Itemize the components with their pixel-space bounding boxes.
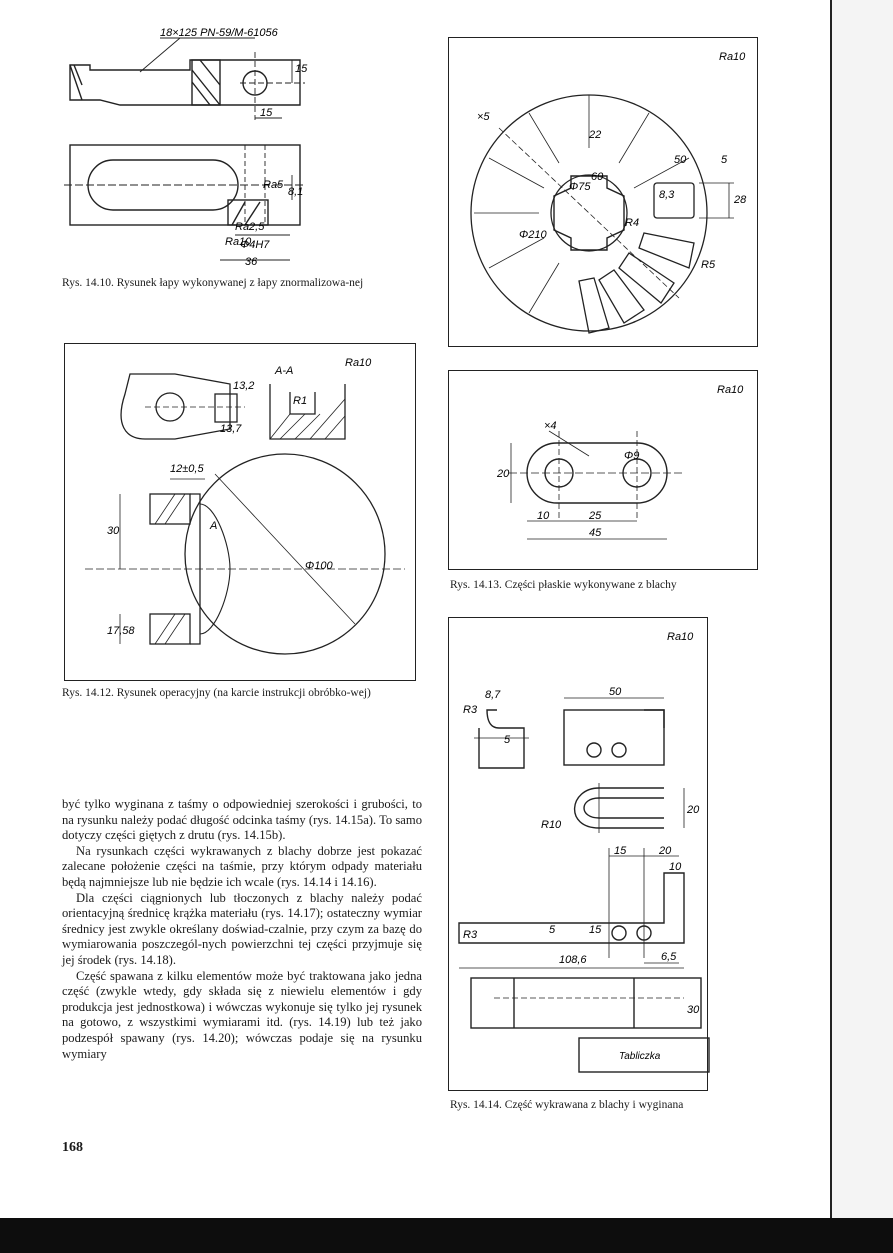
dim-label: R5: [701, 259, 716, 271]
spec-label: 18×125 PN-59/M-61056: [160, 27, 279, 39]
roughness-label: Ra10: [717, 384, 744, 396]
dim-label: 15: [260, 107, 273, 119]
dim-label: 108,6: [559, 954, 587, 966]
figure-14-10: 18×125 PN-59/M-61056 15 15 8,1 Ra5 Ra2,5…: [60, 27, 420, 270]
figure-14-14: Ra10 8,7 R3 5 50 R10 20 15 20 10 R3 5 15…: [448, 617, 710, 1091]
dim-label: R4: [625, 217, 639, 229]
scanned-page-edge: [830, 0, 893, 1218]
dim-label: 8,3: [659, 189, 675, 201]
dim-label: 36: [245, 256, 258, 268]
dim-label: 20: [496, 468, 510, 480]
dim-label: 13,7: [220, 423, 242, 435]
dim-label: Ra10: [225, 236, 252, 248]
figure-14-11: Ra10 ×5 22 Φ75 60 50 5 8,3 28 R4 Φ210 R5: [448, 37, 758, 347]
caption-14-13: Rys. 14.13. Części płaskie wykonywane z …: [450, 579, 677, 591]
dim-label: 15: [614, 845, 627, 857]
paragraph: Dla części ciągnionych lub tłoczonych z …: [62, 890, 422, 967]
page-number: 168: [62, 1140, 83, 1155]
figure-14-10-drawing: 18×125 PN-59/M-61056 15 15 8,1 Ra5 Ra2,5…: [64, 27, 308, 268]
roughness-label: Ra10: [667, 631, 694, 643]
dim-label: 22: [588, 129, 601, 141]
roughness-label: Ra10: [719, 51, 746, 63]
dim-label: 5: [721, 154, 728, 166]
dim-label: 15: [295, 63, 308, 75]
dim-label: 10: [537, 510, 550, 522]
dim-label: 60: [591, 171, 604, 183]
dim-label: 6,5: [661, 951, 677, 963]
dim-label: 45: [589, 527, 602, 539]
dim-label: ×4: [544, 420, 557, 432]
body-text: być tylko wyginana z taśmy o odpowiednie…: [62, 797, 422, 1062]
dim-label: 8,1: [288, 186, 303, 198]
dim-label: 5: [504, 734, 511, 746]
scan-bottom-shadow: [0, 1218, 893, 1253]
dim-label: 20: [658, 845, 672, 857]
dim-label: Φ100: [305, 560, 333, 572]
dim-label: Φ210: [519, 229, 547, 241]
dim-label: 30: [107, 525, 120, 537]
dim-label: 10: [669, 861, 682, 873]
section-label: A-A: [274, 365, 293, 377]
caption-14-14: Rys. 14.14. Część wykrawana z blachy i w…: [450, 1099, 684, 1111]
dim-label: 12±0,5: [170, 463, 204, 475]
roughness-label: Ra10: [345, 357, 372, 369]
dim-label: 28: [733, 194, 747, 206]
figure-14-12-drawing: Ra10 A-A 13,2 13,7 R1 12±0,5 A 30 17,58 …: [85, 357, 405, 655]
paragraph: być tylko wyginana z taśmy o odpowiednie…: [62, 797, 422, 843]
figure-14-11-drawing: Ra10 ×5 22 Φ75 60 50 5 8,3 28 R4 Φ210 R5: [470, 51, 747, 334]
dim-label: R3: [463, 929, 478, 941]
caption-14-12: Rys. 14.12. Rysunek operacyjny (na karci…: [62, 687, 371, 699]
dim-label: Φ9: [624, 450, 639, 462]
dim-label: 13,2: [233, 380, 254, 392]
dim-label: 50: [674, 154, 687, 166]
dim-label: R10: [541, 819, 562, 831]
dim-label: Ra5: [263, 179, 284, 191]
dim-label: ×5: [477, 111, 490, 123]
dim-label: 25: [588, 510, 602, 522]
paragraph: Część spawana z kilku elementów może być…: [62, 968, 422, 1061]
dim-label: 8,7: [485, 689, 501, 701]
paragraph: Na rysunkach części wykrawanych z blachy…: [62, 843, 422, 889]
dim-label: 50: [609, 686, 622, 698]
dim-label: 20: [686, 804, 700, 816]
figure-14-13: Ra10 ×4 Φ9 20 10 25 45: [448, 370, 758, 570]
dim-label: R1: [293, 395, 307, 407]
figure-14-14-drawing: Ra10 8,7 R3 5 50 R10 20 15 20 10 R3 5 15…: [458, 631, 710, 1073]
dim-label: Ra2,5: [235, 221, 265, 233]
figure-14-12: Ra10 A-A 13,2 13,7 R1 12±0,5 A 30 17,58 …: [64, 343, 416, 681]
caption-14-10: Rys. 14.10. Rysunek łapy wykonywanej z ł…: [62, 277, 364, 289]
dim-label: Φ75: [569, 181, 591, 193]
dim-label: 15: [589, 924, 602, 936]
title-block-label: Tabliczka: [619, 1051, 661, 1062]
dim-label: R3: [463, 704, 478, 716]
dim-label: 30: [687, 1004, 700, 1016]
dim-label: 17,58: [107, 625, 135, 637]
dim-label: A: [209, 520, 217, 532]
figure-14-13-drawing: Ra10 ×4 Φ9 20 10 25 45: [496, 384, 744, 540]
dim-label: 5: [549, 924, 556, 936]
dim-label: Φ4H7: [240, 239, 270, 251]
